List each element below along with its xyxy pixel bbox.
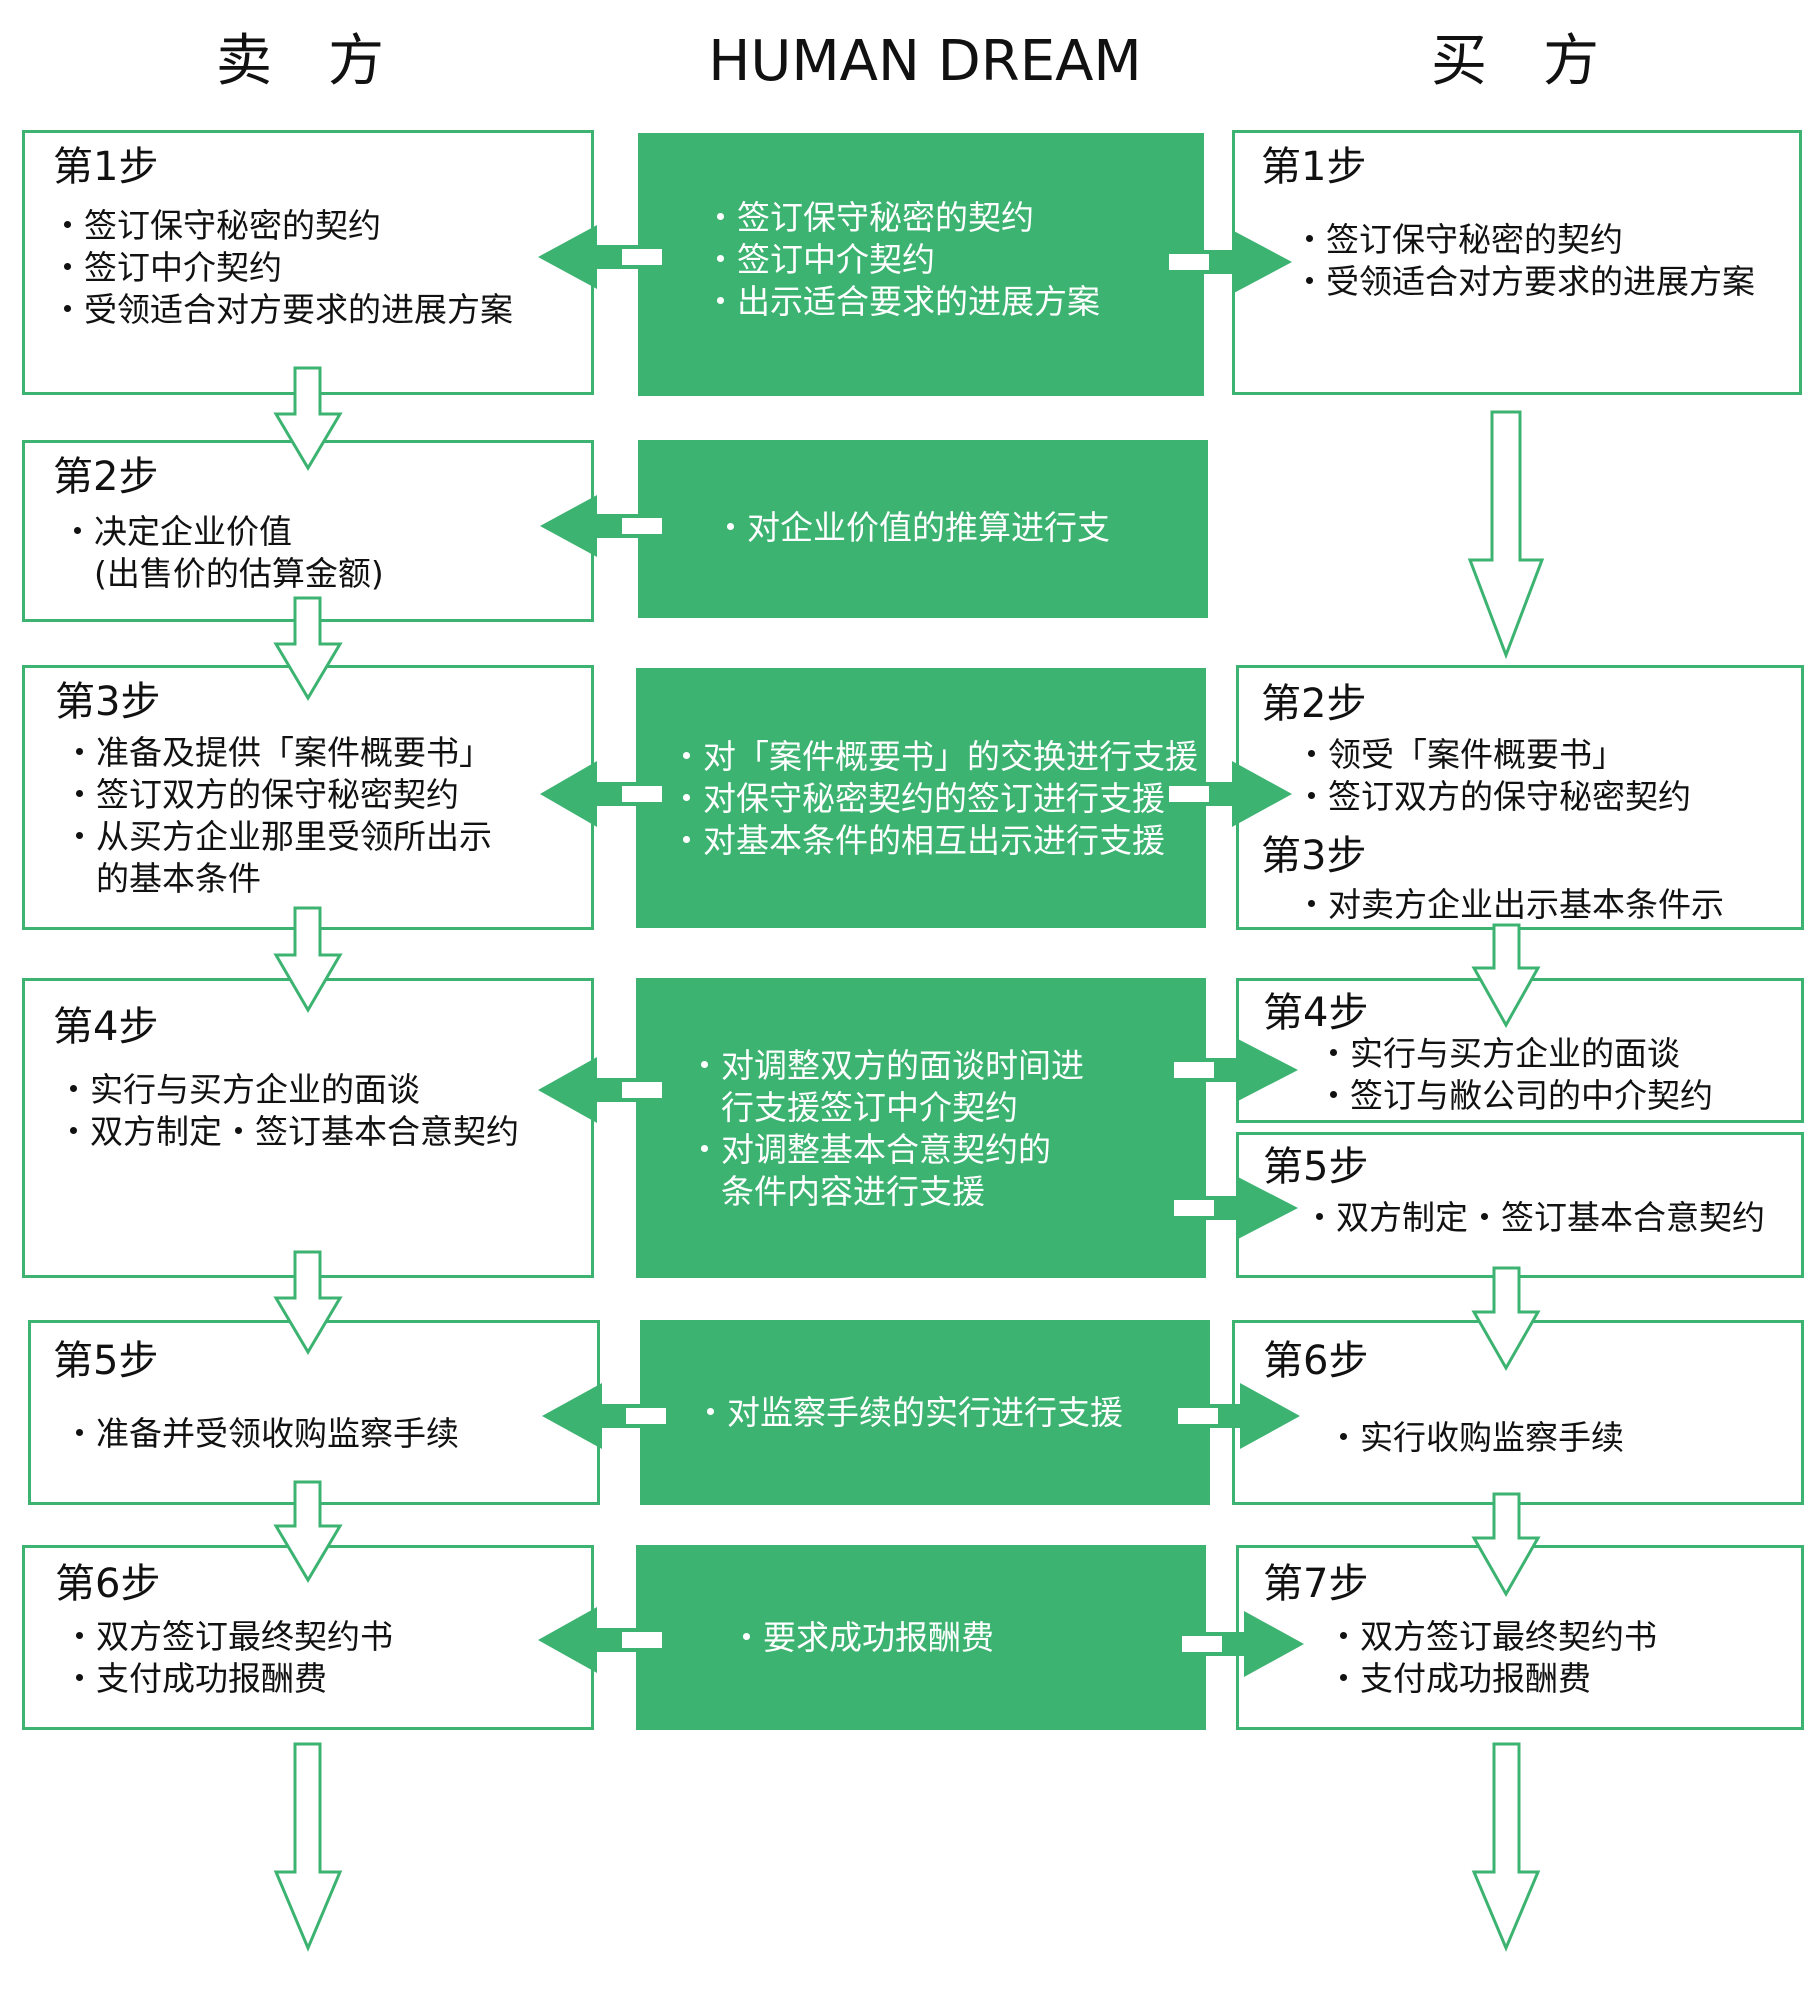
buyer-step-1-item: ・签订保守秘密的契约 (1293, 220, 1623, 259)
seller-step-6-item: ・支付成功报酬费 (63, 1659, 327, 1698)
seller-step-2-title: 第2步 (53, 454, 159, 500)
seller-step-4-item: ・双方制定・签订基本合意契约 (57, 1112, 519, 1151)
arrow-left-icon (542, 1383, 668, 1449)
arrow-left-icon (538, 225, 664, 289)
center-support-6-item: ・要求成功报酬费 (730, 1618, 994, 1657)
center-support-4-item: ・对调整双方的面谈时间进 (688, 1046, 1084, 1085)
center-support-3-item: ・对保守秘密契约的签订进行支援 (670, 779, 1165, 818)
seller-step-2-item: ・决定企业价值 (61, 512, 292, 551)
arrow-left-icon (538, 1607, 664, 1673)
arrow-down-icon (1471, 1742, 1541, 1952)
arrow-right-icon (1180, 1611, 1304, 1677)
center-support-2-item: ・对企业价值的推算进行支 (714, 508, 1110, 547)
center-support-4-item: 行支援签订中介契约 (688, 1088, 1018, 1127)
center-support-3-box: ・对「案件概要书」的交换进行支援 ・对保守秘密契约的签订进行支援 ・对基本条件的… (636, 668, 1206, 928)
arrow-left-icon (540, 495, 664, 557)
arrow-right-icon (1167, 230, 1292, 294)
buyer-step-3-item: ・对卖方企业出示基本条件示 (1295, 885, 1724, 924)
buyer-step-6-box: 第6步 ・实行收购监察手续 (1232, 1320, 1804, 1505)
seller-step-2-item: (出售价的估算金额) (61, 554, 384, 593)
arrow-down-icon (1471, 923, 1541, 1029)
buyer-step-4-item: ・签订与敝公司的中介契约 (1317, 1076, 1713, 1115)
center-support-1-item: ・签订中介契约 (704, 240, 935, 279)
arrow-right-icon (1172, 1176, 1298, 1240)
seller-step-3-item: ・准备及提供「案件概要书」 (63, 733, 492, 772)
center-support-1-item: ・出示适合要求的进展方案 (704, 282, 1100, 321)
seller-step-1-title: 第1步 (53, 144, 159, 190)
seller-step-5-item: ・准备并受领收购监察手续 (63, 1414, 459, 1453)
center-support-5-box: ・对监察手续的实行进行支援 (640, 1320, 1210, 1505)
center-support-4-item: ・对调整基本合意契约的 (688, 1130, 1051, 1169)
buyer-step-5-box: 第5步 ・双方制定・签订基本合意契约 (1236, 1132, 1804, 1278)
arrow-left-icon (538, 1057, 664, 1123)
arrow-down-icon (1467, 410, 1545, 660)
center-support-1-item: ・签订保守秘密的契约 (704, 198, 1034, 237)
center-support-3-item: ・对基本条件的相互出示进行支援 (670, 821, 1165, 860)
center-support-1-box: ・签订保守秘密的契约 ・签订中介契约 ・出示适合要求的进展方案 (638, 133, 1204, 396)
buyer-header: 买 方 (1431, 29, 1599, 94)
arrow-down-icon (273, 906, 343, 1013)
arrow-down-icon (273, 596, 343, 701)
seller-step-3-item: ・从买方企业那里受领所出示 (63, 817, 492, 856)
seller-step-3-item: ・签订双方的保守秘密契约 (63, 775, 459, 814)
seller-step-6-item: ・双方签订最终契约书 (63, 1617, 393, 1656)
buyer-step-1-item: ・受领适合对方要求的进展方案 (1293, 262, 1755, 301)
buyer-step-2-item: ・领受「案件概要书」 (1295, 735, 1625, 774)
center-support-6-box: ・要求成功报酬费 (636, 1545, 1206, 1730)
seller-step-1-item: ・受领适合对方要求的进展方案 (51, 290, 513, 329)
buyer-step-5-title: 第5步 (1263, 1144, 1369, 1190)
buyer-step-5-item: ・双方制定・签订基本合意契约 (1303, 1198, 1765, 1237)
center-header: HUMAN DREAM (708, 29, 1142, 94)
center-support-3-item: ・对「案件概要书」的交换进行支援 (670, 737, 1198, 776)
arrow-down-icon (273, 366, 343, 471)
seller-step-3-item: 的基本条件 (63, 859, 261, 898)
buyer-step-4-title: 第4步 (1263, 990, 1369, 1036)
arrow-down-icon (273, 1480, 343, 1583)
seller-step-4-title: 第4步 (53, 1004, 159, 1050)
arrow-down-icon (1471, 1492, 1541, 1598)
buyer-step-6-item: ・实行收购监察手续 (1327, 1418, 1624, 1457)
buyer-step-7-item: ・双方签订最终契约书 (1327, 1617, 1657, 1656)
buyer-step-2-item: ・签订双方的保守秘密契约 (1295, 777, 1691, 816)
buyer-step-6-title: 第6步 (1263, 1338, 1369, 1384)
arrow-right-icon (1176, 1383, 1300, 1449)
buyer-step-3-title: 第3步 (1261, 833, 1367, 879)
seller-step-6-title: 第6步 (55, 1561, 161, 1607)
seller-step-1-item: ・签订保守秘密的契约 (51, 206, 381, 245)
buyer-step-1-box: 第1步 ・签订保守秘密的契约 ・受领适合对方要求的进展方案 (1232, 130, 1802, 395)
seller-step-3-title: 第3步 (55, 679, 161, 725)
buyer-step-2-title: 第2步 (1261, 681, 1367, 727)
arrow-right-icon (1167, 761, 1292, 827)
center-support-4-item: 条件内容进行支援 (688, 1172, 985, 1211)
buyer-step-4-item: ・实行与买方企业的面谈 (1317, 1034, 1680, 1073)
arrow-down-icon (1471, 1266, 1541, 1372)
center-support-5-item: ・对监察手续的实行进行支援 (694, 1393, 1123, 1432)
center-support-4-box: ・对调整双方的面谈时间进 行支援签订中介契约 ・对调整基本合意契约的 条件内容进… (636, 978, 1206, 1278)
seller-step-4-item: ・实行与买方企业的面谈 (57, 1070, 420, 1109)
buyer-step-1-title: 第1步 (1261, 144, 1367, 190)
seller-step-5-title: 第5步 (53, 1338, 159, 1384)
arrow-right-icon (1172, 1038, 1298, 1102)
seller-header: 卖 方 (216, 29, 384, 94)
arrow-down-icon (273, 1250, 343, 1355)
buyer-step-7-box: 第7步 ・双方签订最终契约书 ・支付成功报酬费 (1236, 1545, 1804, 1730)
arrow-down-icon (273, 1742, 343, 1952)
seller-step-3-box: 第3步 ・准备及提供「案件概要书」 ・签订双方的保守秘密契约 ・从买方企业那里受… (22, 665, 594, 930)
seller-step-1-item: ・签订中介契约 (51, 248, 282, 287)
seller-step-4-box: 第4步 ・实行与买方企业的面谈 ・双方制定・签订基本合意契约 (22, 978, 594, 1278)
buyer-step-7-title: 第7步 (1263, 1561, 1369, 1607)
arrow-left-icon (540, 761, 664, 827)
buyer-step-7-item: ・支付成功报酬费 (1327, 1659, 1591, 1698)
center-support-2-box: ・对企业价值的推算进行支 (638, 440, 1208, 618)
